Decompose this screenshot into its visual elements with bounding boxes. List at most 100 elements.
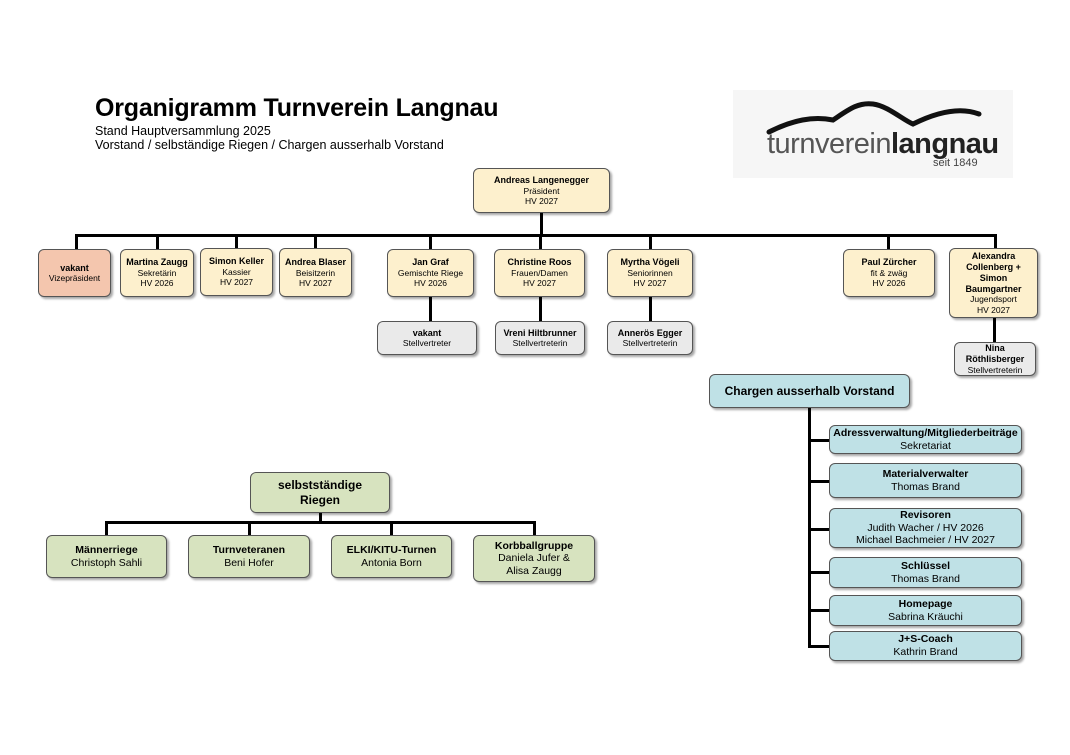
board-member-box: Paul Zürcher fit & zwäg HV 2026 [843,249,935,297]
connector-line [539,297,542,322]
connector-line [429,297,432,322]
connector-line [993,318,996,343]
member-name: Paul Zürcher [861,257,917,268]
charge-person: Sabrina Kräuchi [888,610,963,623]
riege-box: Turnveteranen Beni Hofer [188,535,310,578]
charge-person: Kathrin Brand [893,646,958,658]
riege-name: ELKI/KITU-Turnen [346,543,437,556]
member-name: vakant [60,262,89,273]
board-member-box: vakant Vizepräsident [38,249,111,297]
deputy-role: Stellvertreter [402,338,452,349]
board-member-box: Simon Keller Kassier HV 2027 [200,248,273,296]
member-role: Gemischte Riege [397,268,464,279]
mountain-logo-icon [766,101,982,135]
member-role: fit & zwäg [870,268,908,279]
president-box: Andreas Langenegger Präsident HV 2027 [473,168,610,213]
member-name: Martina Zaugg [126,257,188,268]
connector-line [649,234,652,250]
subtitle-scope: Vorstand / selbständige Riegen / Chargen… [95,138,444,152]
riege-person: Beni Hofer [224,556,274,569]
riege-box: Männerriege Christoph Sahli [46,535,167,578]
riege-person: Christoph Sahli [70,556,143,569]
riegen-header-box: selbstständige Riegen [250,472,390,513]
member-term: HV 2027 [633,278,667,289]
club-logo: turnvereinlangnau seit 1849 [733,90,1013,178]
charge-person: Sekretariat [900,439,951,452]
deputy-name: vakant [412,327,442,338]
member-term: HV 2026 [872,278,906,289]
connector-line [429,234,432,250]
president-term: HV 2027 [524,195,559,206]
member-role: Jugendsport [970,294,1017,305]
connector-line [808,645,830,648]
member-term: HV 2026 [413,278,448,289]
connector-line [390,521,393,536]
logo-wordmark: turnvereinlangnau [767,128,999,160]
connector-line [808,480,830,483]
deputy-name: Annerös Egger [617,327,683,338]
member-name: Jan Graf [412,257,449,268]
chargen-box: Homepage Sabrina Kräuchi [829,595,1022,626]
deputy-box: Nina Röthlisberger Stellvertreterin [954,342,1036,376]
connector-line [105,521,108,536]
subtitle-date: Stand Hauptversammlung 2025 [95,124,271,138]
connector-line [808,571,830,574]
deputy-role: Stellvertreterin [622,338,678,349]
chargen-box: Adressverwaltung/Mitgliederbeiträge Sekr… [829,425,1022,454]
riege-person: Antonia Born [361,556,422,569]
connector-line [319,512,322,524]
chargen-box: J+S-Coach Kathrin Brand [829,631,1022,661]
connector-line [156,234,159,250]
member-role: Sekretärin [137,268,177,279]
deputy-name: Nina Röthlisberger [965,343,1025,364]
charge-name: Revisoren [900,509,951,522]
chargen-box: Revisoren Judith Wacher / HV 2026 Michae… [829,508,1022,548]
member-term: HV 2027 [298,277,333,288]
riege-name: Turnveteranen [212,543,286,556]
charge-person: Thomas Brand [891,480,960,493]
connector-line [539,234,542,250]
member-role: Frauen/Damen [511,268,568,279]
member-name: Christine Roos [507,257,572,268]
logo-since: seit 1849 [933,157,978,169]
riege-box: ELKI/KITU-Turnen Antonia Born [331,535,452,578]
board-member-box: Martina Zaugg Sekretärin HV 2026 [120,249,194,297]
chargen-box: Materialverwalter Thomas Brand [829,463,1022,498]
charge-name: Homepage [898,597,953,610]
connector-line [235,234,238,250]
president-role: Präsident [523,185,560,196]
connector-line [540,212,543,237]
member-role: Seniorinnen [627,268,673,279]
deputy-box: Annerös Egger Stellvertreterin [607,321,693,355]
charge-person: Judith Wacher / HV 2026 Michael Bachmeie… [856,521,995,547]
member-role: Vizepräsident [48,273,101,284]
connector-line [75,234,997,237]
chargen-box: Schlüssel Thomas Brand [829,557,1022,588]
riegen-header: selbstständige Riegen [277,478,363,507]
member-role: Beisitzerin [295,267,336,278]
president-name: Andreas Langenegger [493,174,590,185]
deputy-box: Vreni Hiltbrunner Stellvertreterin [495,321,585,355]
member-name: Alexandra Collenberg + Simon Baumgartner [965,251,1022,294]
connector-line [75,234,78,250]
riege-name: Korbballgruppe [494,539,574,552]
member-term: HV 2027 [522,278,557,289]
connector-line [808,609,830,612]
connector-line [314,234,317,250]
deputy-name: Vreni Hiltbrunner [503,327,577,338]
connector-line [105,521,536,524]
member-role: Kassier [222,267,251,278]
chargen-header: Chargen ausserhalb Vorstand [724,383,895,398]
chargen-header-box: Chargen ausserhalb Vorstand [709,374,910,408]
board-member-box: Jan Graf Gemischte Riege HV 2026 [387,249,474,297]
charge-name: Schlüssel [900,559,951,572]
connector-line [808,528,830,531]
charge-name: Adressverwaltung/Mitgliederbeiträge [833,426,1018,439]
member-name: Simon Keller [208,256,264,267]
connector-line [248,521,251,536]
charge-name: J+S-Coach [898,633,953,646]
connector-line [649,297,652,322]
member-term: HV 2026 [140,278,174,289]
deputy-box: vakant Stellvertreter [377,321,477,355]
member-term: HV 2027 [219,277,254,288]
